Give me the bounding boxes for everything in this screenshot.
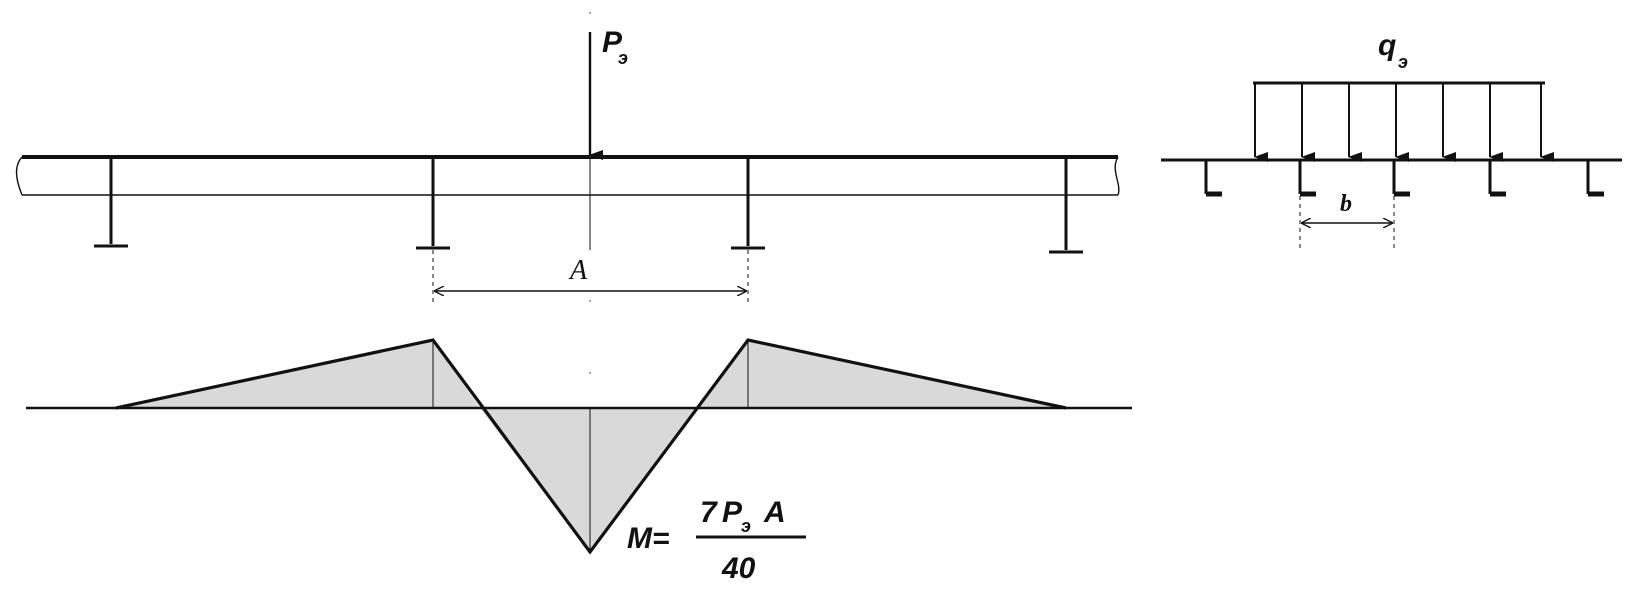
distributed-load-label: q xyxy=(1378,29,1396,62)
moment-diagram: M= 7 P э A 40 xyxy=(26,338,1132,585)
point-load-label: P xyxy=(602,26,623,59)
spacing-label: b xyxy=(1340,191,1352,217)
stiffener-1 xyxy=(1204,160,1222,197)
beam-left-break xyxy=(15,156,23,196)
stiffener-4 xyxy=(1488,160,1506,197)
distributed-load-diagram: q э xyxy=(1161,29,1622,250)
stiffener-2 xyxy=(1298,160,1316,197)
beam-diagram: P э A xyxy=(15,12,1120,575)
support-1 xyxy=(94,157,128,248)
support-2 xyxy=(416,157,450,250)
moment-numerator-load: P xyxy=(722,496,743,529)
support-4 xyxy=(1049,157,1083,254)
stiffener-3 xyxy=(1392,160,1410,197)
support-3 xyxy=(731,157,765,250)
stiffener-5 xyxy=(1586,160,1604,197)
moment-numerator-span: A xyxy=(763,496,786,529)
moment-numerator-subscript: э xyxy=(741,516,751,536)
moment-numerator-coef: 7 xyxy=(700,496,718,529)
moment-region-center xyxy=(480,408,698,552)
moment-region-left xyxy=(116,340,480,408)
moment-denominator: 40 xyxy=(721,552,756,585)
distributed-load-subscript: э xyxy=(1398,52,1408,72)
moment-region-right xyxy=(698,340,1066,408)
point-load-subscript: э xyxy=(618,48,628,68)
beam-right-break xyxy=(1114,156,1120,196)
moment-formula-prefix: M= xyxy=(627,522,670,555)
span-label: A xyxy=(568,255,588,286)
